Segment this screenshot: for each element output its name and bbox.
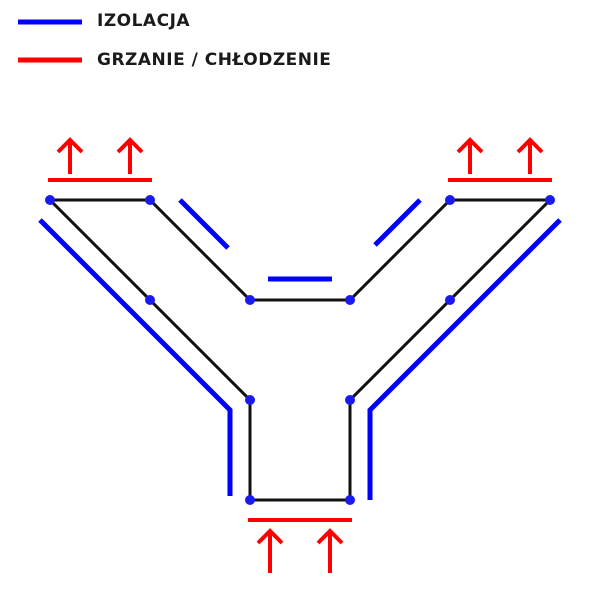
legend-label-insulation: IZOLACJA: [97, 11, 191, 31]
insulation-left-outer: [38, 218, 233, 496]
vertex: [345, 295, 355, 305]
vertex: [245, 295, 255, 305]
heating-elements: [48, 137, 552, 573]
vertex: [245, 495, 255, 505]
vertex: [145, 195, 155, 205]
vertex: [345, 395, 355, 405]
vertex: [245, 395, 255, 405]
arrow-up-icon: [316, 528, 344, 573]
arrow-up-icon: [456, 137, 484, 174]
insulation-right-inner: [373, 198, 422, 247]
arrow-up-icon: [256, 528, 284, 573]
vertex: [445, 195, 455, 205]
vertex: [45, 195, 55, 205]
vertex: [345, 495, 355, 505]
vertex: [445, 295, 455, 305]
vertex: [145, 295, 155, 305]
legend-label-heating: GRZANIE / CHŁODZENIE: [97, 50, 332, 70]
vertex: [545, 195, 555, 205]
arrow-up-icon: [516, 137, 544, 174]
arrow-up-icon: [116, 137, 144, 174]
vertices: [45, 195, 555, 505]
insulation-lines: [38, 198, 562, 500]
y-shape-outline: [46, 198, 554, 502]
arrow-up-icon: [56, 137, 84, 174]
insulation-right-outer: [367, 218, 562, 500]
insulation-left-inner: [178, 198, 230, 250]
